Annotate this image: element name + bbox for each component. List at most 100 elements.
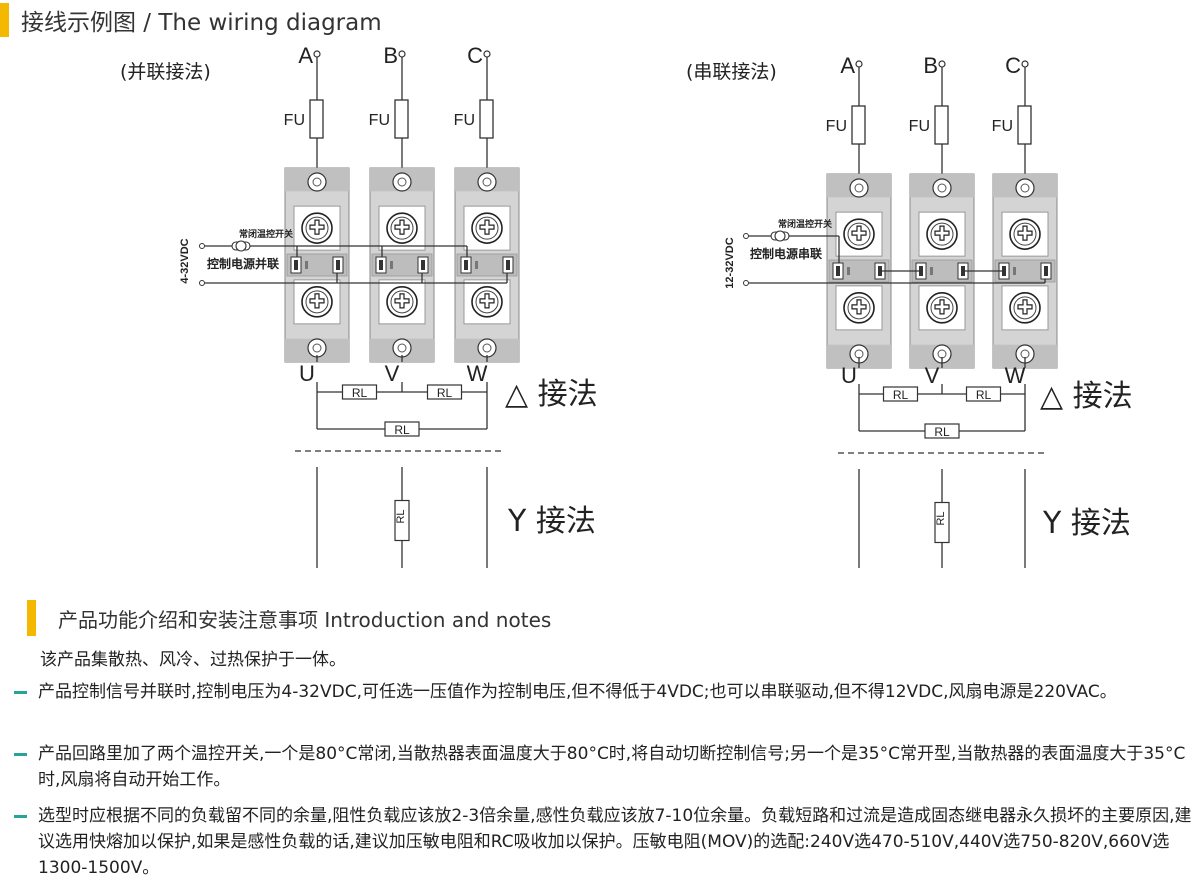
load-resistor-label: RL xyxy=(394,423,410,437)
control-voltage-label: 4-32VDC xyxy=(179,238,191,283)
led-indicator xyxy=(475,261,478,269)
control-input-dot xyxy=(743,233,749,239)
diagram-title: (并联接法) xyxy=(120,61,211,83)
bottom-terminal-hole-inner xyxy=(397,343,407,353)
note-item: 产品回路里加了两个温控开关,一个是80°C常闭,当散热器表面温度大于80°C时,… xyxy=(14,741,1198,793)
fuse-symbol xyxy=(934,105,949,145)
load-resistor-label: RL xyxy=(395,509,407,523)
led-indicator xyxy=(390,261,393,269)
screw-cross xyxy=(851,299,867,315)
top-terminal-hole-inner xyxy=(312,177,322,187)
screw-rim xyxy=(305,290,329,314)
load-resistor xyxy=(934,501,950,544)
control-terminal-pos-pin xyxy=(506,260,510,270)
screw-cross xyxy=(851,225,867,241)
terminal-dot xyxy=(483,50,491,58)
terminal-dot xyxy=(855,60,863,68)
series-diagram: (串联接法)AFUUBFUVCFUW12-32VDC常闭温控开关控制电源串联RL… xyxy=(686,53,1133,568)
load-resistor-label: RL xyxy=(893,388,909,402)
accent-bar xyxy=(27,600,36,636)
screw-cross xyxy=(394,219,410,235)
screw-rim xyxy=(390,216,414,240)
screw-rim xyxy=(930,296,954,320)
screw-cross xyxy=(394,293,410,309)
note-text: 产品控制信号并联时,控制电压为4-32VDC,可任选一压值作为控制电压,但不得低… xyxy=(38,682,1117,702)
fuse-label: FU xyxy=(454,112,475,129)
screw-cross xyxy=(479,219,495,235)
led-indicator xyxy=(930,267,933,275)
control-input-dot xyxy=(199,280,205,286)
control-strip xyxy=(371,253,433,277)
notes-intro: 该产品集散热、风冷、过热保护于一体。 xyxy=(40,650,346,670)
screw-rim xyxy=(1013,222,1037,246)
load-resistor xyxy=(341,384,378,400)
delta-connection-label: △ 接法 xyxy=(505,377,598,412)
phase-label: B xyxy=(383,43,398,68)
fuse-label: FU xyxy=(909,118,930,135)
bottom-terminal-hole-inner xyxy=(312,343,322,353)
phase-label: A xyxy=(298,43,313,68)
terminal-dot xyxy=(313,50,321,58)
screw-cross xyxy=(479,293,495,309)
fuse-symbol xyxy=(479,99,494,139)
screw-rim xyxy=(305,216,329,240)
note-item: 产品控制信号并联时,控制电压为4-32VDC,可任选一压值作为控制电压,但不得低… xyxy=(14,679,1198,705)
control-terminal-pos-pin xyxy=(1044,266,1048,276)
screw-rim xyxy=(847,296,871,320)
bottom-terminal-hole-inner xyxy=(937,349,947,359)
control-input-dot xyxy=(199,243,205,249)
bottom-terminal-hole-inner xyxy=(854,349,864,359)
screw-rim xyxy=(475,216,499,240)
bullet-dash-icon xyxy=(14,815,27,818)
output-label: V xyxy=(925,363,940,388)
screw-rim xyxy=(390,290,414,314)
fuse-symbol xyxy=(394,99,409,139)
screw-cross xyxy=(1017,299,1033,315)
output-label: V xyxy=(385,361,400,386)
screw-rim xyxy=(475,290,499,314)
load-resistor xyxy=(394,499,410,542)
control-voltage-label: 12-32VDC xyxy=(724,237,736,288)
top-terminal-hole-inner xyxy=(854,183,864,193)
thermal-switch-label: 常闭温控开关 xyxy=(239,228,293,240)
load-resistor-label: RL xyxy=(976,388,992,402)
control-mode-label: 控制电源并联 xyxy=(207,256,279,271)
control-mode-label: 控制电源串联 xyxy=(750,246,822,261)
section-title: 接线示例图 / The wiring diagram xyxy=(21,10,382,36)
phase-label: C xyxy=(467,43,483,68)
load-resistor-label: RL xyxy=(935,511,947,525)
bullet-dash-icon xyxy=(14,753,27,756)
load-resistor-label: RL xyxy=(934,425,950,439)
phase-label: A xyxy=(840,53,855,78)
fuse-symbol xyxy=(851,105,866,145)
control-terminal-pos-pin xyxy=(421,260,425,270)
control-terminal-neg-pin xyxy=(464,260,468,270)
note-item: 选型时应根据不同的负载留不同的余量,阻性负载应该放2-3倍余量,感性负载应该放7… xyxy=(14,803,1198,881)
phase-label: C xyxy=(1005,53,1021,78)
output-label: W xyxy=(1005,363,1026,388)
thermal-switch-label: 常闭温控开关 xyxy=(778,218,832,230)
output-label: U xyxy=(299,361,315,386)
screw-rim xyxy=(847,222,871,246)
load-resistor xyxy=(924,423,960,439)
screw-cross xyxy=(309,293,325,309)
led-indicator xyxy=(305,261,308,269)
phase-label: B xyxy=(923,53,938,78)
screw-rim xyxy=(1013,296,1037,320)
fuse-label: FU xyxy=(826,118,847,135)
fuse-label: FU xyxy=(284,112,305,129)
star-connection-label: Y 接法 xyxy=(507,504,596,539)
terminal-dot xyxy=(398,50,406,58)
fuse-symbol xyxy=(1017,105,1032,145)
fuse-label: FU xyxy=(992,118,1013,135)
load-resistor xyxy=(384,421,420,437)
bottom-terminal-hole-inner xyxy=(1020,349,1030,359)
bottom-terminal-hole-inner xyxy=(482,343,492,353)
screw-cross xyxy=(309,219,325,235)
load-resistor xyxy=(882,386,919,402)
thermal-switch-bulb xyxy=(235,240,247,252)
section-header-notes: 产品功能介绍和安装注意事项 Introduction and notes xyxy=(27,600,551,636)
bullet-dash-icon xyxy=(14,691,27,694)
thermal-switch-bulb xyxy=(774,230,786,242)
